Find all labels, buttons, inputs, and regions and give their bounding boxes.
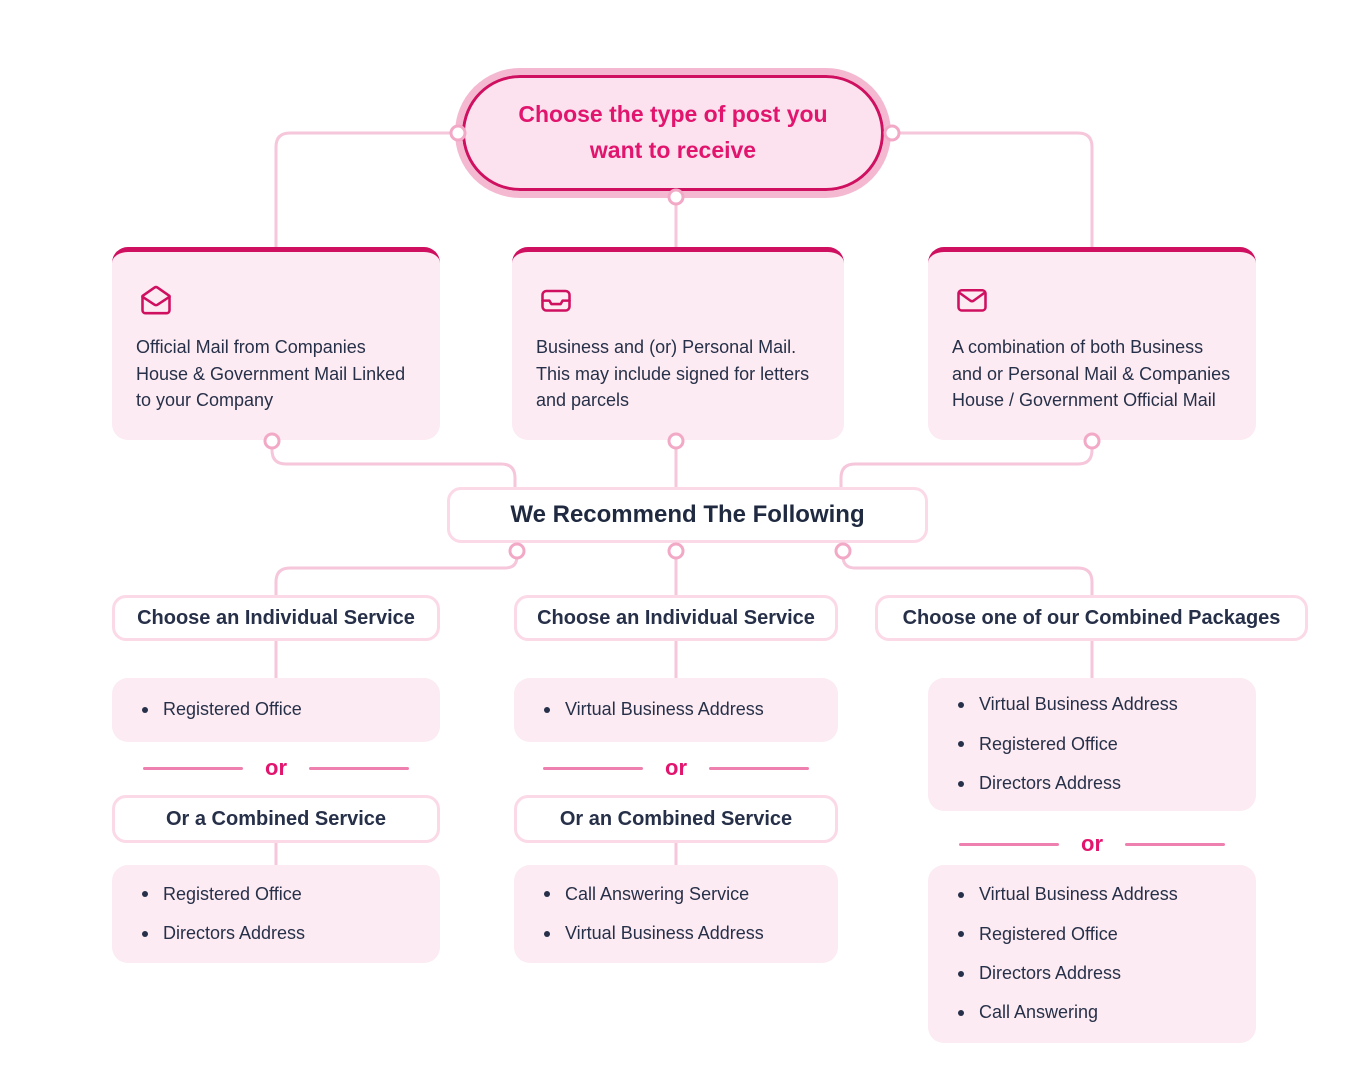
mail-icon	[957, 288, 987, 312]
or-label: or	[665, 755, 687, 780]
bullet-dot	[958, 780, 964, 787]
list-item-label: Registered Office	[163, 699, 302, 720]
column1-header-label: Choose an Individual Service	[137, 606, 415, 629]
mail-type-text: A combination of both Business and or Pe…	[952, 337, 1231, 411]
list-item-label: Virtual Business Address	[979, 694, 1178, 715]
recommend-node: We Recommend The Following	[447, 487, 928, 543]
list-item-label: Call Answering Service	[565, 883, 750, 904]
list-item-label: Virtual Business Address	[565, 923, 764, 943]
divider-line	[309, 766, 409, 770]
bullet-dot	[958, 931, 964, 938]
bullet-dot	[142, 891, 148, 898]
list-item-label: Virtual Business Address	[565, 699, 764, 720]
divider-line	[1125, 842, 1225, 846]
list-item: Registered Office	[958, 923, 1240, 946]
list-item: Directors Address	[958, 772, 1240, 795]
list-item: Virtual Business Address	[958, 883, 1240, 906]
recommend-label: We Recommend The Following	[510, 501, 865, 528]
list-item-label: Call Answering	[979, 1002, 1099, 1023]
bullet-dot	[544, 930, 550, 937]
root-node: Choose the type of post you want to rece…	[455, 68, 891, 198]
divider-line	[543, 766, 643, 770]
list-item-label: Directors Address	[163, 923, 306, 943]
list-item: Virtual Business Address	[958, 693, 1240, 716]
column3-package-list-alt: Virtual Business Address Registered Offi…	[928, 865, 1256, 1043]
column3-header-label: Choose one of our Combined Packages	[902, 606, 1281, 629]
mail-type-card-personal: Business and (or) Personal Mail. This ma…	[512, 247, 844, 440]
bullet-dot	[958, 741, 964, 748]
mail-type-text: Business and (or) Personal Mail. This ma…	[536, 337, 810, 411]
divider-line	[959, 842, 1059, 846]
column2-combined-list: Call Answering Service Virtual Business …	[514, 865, 838, 963]
list-item-label: Registered Office	[979, 923, 1118, 944]
column2-combined-header: Or an Combined Service	[514, 795, 838, 843]
mail-type-card-combined: A combination of both Business and or Pe…	[928, 247, 1256, 440]
column1-combined-list: Registered Office Directors Address	[112, 865, 440, 963]
column1-combined-header: Or a Combined Service	[112, 795, 440, 843]
column1-individual-list: Registered Office	[112, 678, 440, 742]
column2-individual-list: Virtual Business Address	[514, 678, 838, 742]
column2-or-divider: or	[514, 752, 838, 784]
list-item: Registered Office	[142, 883, 424, 906]
column1-header: Choose an Individual Service	[112, 595, 440, 641]
list-item: Call Answering Service	[544, 883, 822, 906]
column2-combined-header-label: Or an Combined Service	[559, 807, 793, 830]
column1-or-divider: or	[112, 752, 440, 784]
column1-combined-header-label: Or a Combined Service	[165, 807, 387, 830]
or-label: or	[265, 755, 287, 780]
bullet-dot	[958, 1010, 964, 1017]
list-item-label: Directors Address	[979, 773, 1122, 794]
list-item-label: Virtual Business Address	[979, 884, 1178, 905]
list-item: Call Answering	[958, 1001, 1240, 1024]
bullet-dot	[142, 706, 148, 713]
root-title: Choose the type of post you want to rece…	[518, 101, 828, 163]
divider-line	[709, 766, 809, 770]
column3-or-divider: or	[928, 828, 1256, 860]
bullet-dot	[142, 930, 148, 937]
list-item: Registered Office	[142, 698, 424, 721]
inbox-icon	[541, 289, 571, 312]
column2-header-label: Choose an Individual Service	[537, 606, 815, 629]
list-item: Directors Address	[142, 922, 424, 945]
divider-line	[143, 766, 243, 770]
list-item: Directors Address	[958, 962, 1240, 985]
bullet-dot	[958, 891, 964, 898]
or-label: or	[1081, 831, 1103, 856]
column3-package-list: Virtual Business Address Registered Offi…	[928, 678, 1256, 811]
list-item-label: Registered Office	[163, 883, 302, 904]
list-item: Registered Office	[958, 733, 1240, 756]
list-item: Virtual Business Address	[544, 698, 822, 721]
mail-type-text: Official Mail from Companies House & Gov…	[136, 337, 406, 411]
column2-header: Choose an Individual Service	[514, 595, 838, 641]
column3-header: Choose one of our Combined Packages	[875, 595, 1308, 641]
list-item-label: Registered Office	[979, 733, 1118, 754]
bullet-dot	[958, 970, 964, 977]
bullet-dot	[544, 891, 550, 898]
list-item: Virtual Business Address	[544, 922, 822, 945]
mail-open-icon	[141, 285, 171, 315]
bullet-dot	[958, 702, 964, 709]
bullet-dot	[544, 706, 550, 713]
mail-type-card-official: Official Mail from Companies House & Gov…	[112, 247, 440, 440]
list-item-label: Directors Address	[979, 963, 1122, 983]
